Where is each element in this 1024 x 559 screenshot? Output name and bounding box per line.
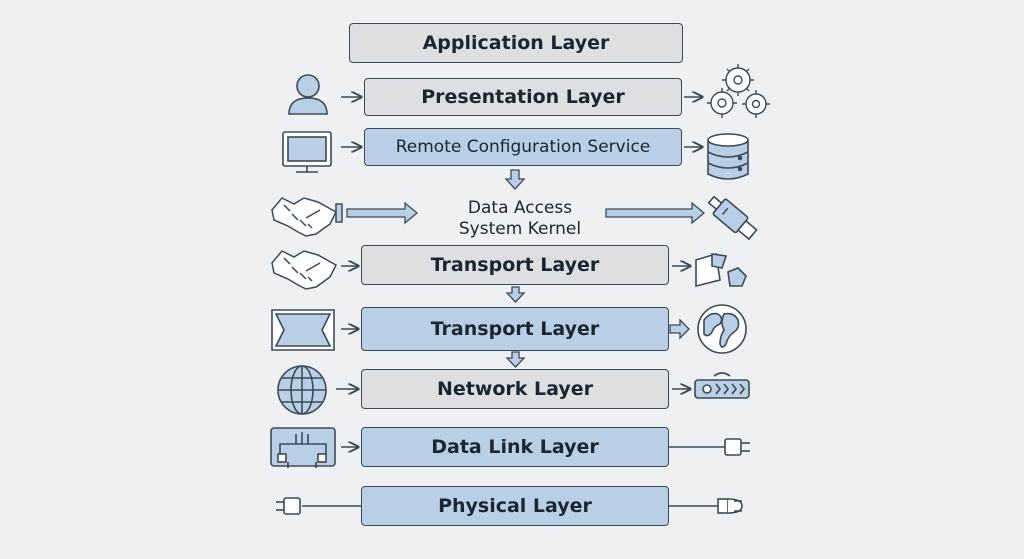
transport-layer-box-2: Transport Layer	[361, 307, 669, 351]
ticket-icon	[271, 309, 335, 351]
power-plug-icon	[724, 438, 750, 456]
block-arrow-right	[605, 201, 706, 225]
data-link-layer-box: Data Link Layer	[361, 427, 669, 467]
transport-layer-label-1: Transport Layer	[430, 254, 600, 276]
network-layer-label: Network Layer	[436, 378, 594, 400]
data-access-line: Data Access	[467, 198, 573, 218]
usb-connector-icon	[707, 195, 758, 241]
network-layer-box: Network Layer	[361, 369, 669, 409]
handshake-icon	[271, 250, 337, 290]
user-icon	[288, 74, 328, 115]
down-arrow-3	[505, 351, 526, 368]
globe-icon	[277, 365, 327, 415]
system-kernel-line: System Kernel	[458, 219, 582, 239]
remote-configuration-service-box: Remote Configuration Service	[364, 128, 682, 166]
remote-configuration-service-label: Remote Configuration Service	[395, 137, 651, 157]
transport-layer-label-2: Transport Layer	[430, 318, 600, 340]
physical-layer-label: Physical Layer	[438, 495, 592, 517]
power-plug-icon	[276, 497, 301, 515]
application-layer-label: Application Layer	[422, 32, 610, 54]
data-link-layer-label: Data Link Layer	[431, 436, 599, 458]
presentation-layer-label: Presentation Layer	[421, 86, 625, 108]
application-layer-box: Application Layer	[349, 23, 683, 63]
data-stream-icon	[694, 372, 750, 399]
presentation-layer-box: Presentation Layer	[364, 78, 682, 116]
shapes-icon	[695, 252, 747, 288]
down-arrow-1	[504, 169, 526, 190]
physical-layer-box: Physical Layer	[361, 486, 669, 526]
earth-icon	[697, 304, 747, 354]
monitor-icon	[282, 131, 332, 173]
block-arrow-left	[346, 201, 419, 225]
down-arrow-2	[505, 286, 526, 303]
handshake-icon	[271, 197, 343, 237]
database-icon	[707, 133, 749, 180]
block-arrow-transport2	[669, 318, 690, 340]
gears-icon	[707, 64, 770, 118]
data-access-kernel-label: Data Access System Kernel	[430, 198, 610, 240]
ethernet-plug-icon	[717, 498, 743, 514]
circuit-board-icon	[270, 427, 336, 468]
transport-layer-box-1: Transport Layer	[361, 245, 669, 285]
